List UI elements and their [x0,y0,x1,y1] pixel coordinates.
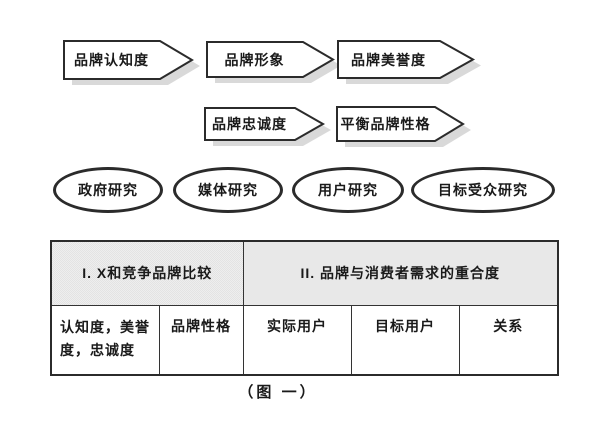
table-cell-actual-users: 实际用户 [242,304,352,376]
comparison-table: I. X和竞争品牌比较 II. 品牌与消费者需求的重合度 认知度，美誉度，忠诚度… [50,240,560,376]
flow-step-brand-reputation: 品牌美誉度 [337,40,483,87]
table-cell-relationship: 关系 [458,304,559,376]
figure-caption: （图 一） [238,384,318,401]
table-cell-target-users: 目标用户 [350,304,460,376]
flow-step-label: 品牌形象 [224,51,285,68]
arrow-right-shape [63,40,200,85]
table-header-overlap: II. 品牌与消费者需求的重合度 [242,240,559,306]
table-cell-awareness-reputation-loyalty: 认知度，美誉度，忠诚度 [50,304,160,376]
flow-step-brand-awareness: 品牌认知度 [63,40,202,88]
flow-step-label: 品牌认知度 [74,52,149,68]
flow-step-label: 平衡品牌性格 [340,116,431,132]
arrow-right-shape [206,41,341,83]
research-ellipse-media: 媒体研究 [173,167,283,213]
research-ellipse-user: 用户研究 [292,167,404,213]
arrow-right-shape [336,106,471,147]
table-header-comparison: I. X和竞争品牌比较 [50,240,244,306]
research-ellipse-government: 政府研究 [53,167,163,213]
arrow-right-shape [204,107,331,146]
flow-step-brand-loyalty: 品牌忠诚度 [204,107,333,149]
table-cell-brand-personality: 品牌性格 [158,304,244,376]
table-header-row: I. X和竞争品牌比较 II. 品牌与消费者需求的重合度 [50,240,559,306]
research-ellipse-target-audience: 目标受众研究 [411,167,555,213]
arrow-right-shape [337,40,481,84]
flow-step-balanced-brand-personality: 平衡品牌性格 [336,106,473,150]
flow-step-brand-image: 品牌形象 [206,41,343,86]
flow-step-label: 品牌美誉度 [351,51,426,68]
table-body-row: 认知度，美誉度，忠诚度 品牌性格 实际用户 目标用户 关系 [50,304,559,376]
flow-step-label: 品牌忠诚度 [212,116,287,132]
